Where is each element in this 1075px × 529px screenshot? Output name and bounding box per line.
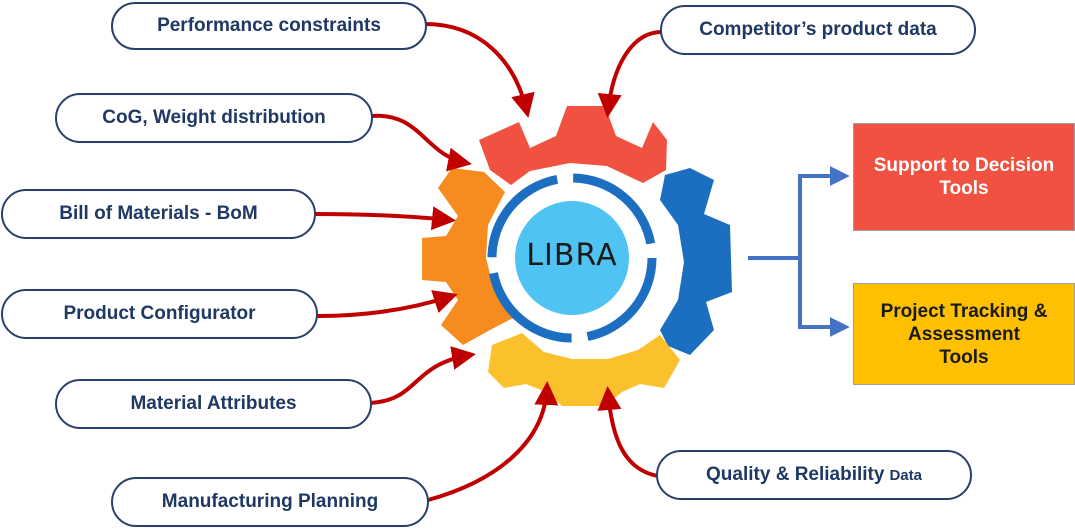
- arrow-cog: [370, 113, 472, 172]
- arrow-configurator: [316, 290, 458, 318]
- core-label: LIBRA: [526, 238, 618, 273]
- gear-top-segment: [479, 106, 667, 185]
- gear-left-segment: [422, 168, 513, 345]
- output-label: Support to Decision Tools: [873, 155, 1055, 199]
- input-label: Performance constraints: [157, 15, 381, 36]
- arrow-manufacturing: [426, 381, 559, 502]
- input-cog-weight-distribution: CoG, Weight distribution: [55, 93, 373, 143]
- input-label: Product Configurator: [63, 303, 256, 324]
- output-label: Project Tracking & Assessment Tools: [880, 300, 1048, 368]
- arrow-bom: [313, 206, 456, 231]
- input-label: Competitor’s product data: [699, 19, 937, 40]
- input-label-suffix: Data: [889, 466, 922, 484]
- gear-right-segment: [660, 168, 732, 355]
- input-performance-constraints: Performance constraints: [111, 2, 427, 50]
- input-label: Manufacturing Planning: [161, 491, 379, 512]
- arrow-to-tracking: [798, 258, 850, 337]
- input-label: Material Attributes: [130, 393, 297, 414]
- core-circle: [515, 201, 629, 315]
- input-label: Bill of Materials - BoM: [59, 203, 258, 224]
- output-support-to-decision-tools: Support to Decision Tools: [853, 123, 1075, 231]
- arrow-material: [368, 346, 476, 405]
- input-label: CoG, Weight distribution: [102, 107, 326, 128]
- arrow-competitor: [597, 30, 664, 118]
- input-competitor-product-data: Competitor’s product data: [660, 5, 976, 55]
- gear-bottom-segment: [488, 333, 680, 406]
- input-material-attributes: Material Attributes: [55, 379, 372, 429]
- output-project-tracking-assessment-tools: Project Tracking & Assessment Tools: [853, 283, 1075, 385]
- input-bill-of-materials: Bill of Materials - BoM: [1, 189, 316, 239]
- arrow-performance: [423, 22, 535, 118]
- inner-ring: [487, 173, 657, 343]
- arrow-to-decision: [798, 166, 850, 258]
- input-product-configurator: Product Configurator: [1, 289, 318, 339]
- input-label: Quality & Reliability: [706, 464, 885, 485]
- input-manufacturing-planning: Manufacturing Planning: [111, 477, 429, 527]
- arrow-quality: [597, 386, 660, 478]
